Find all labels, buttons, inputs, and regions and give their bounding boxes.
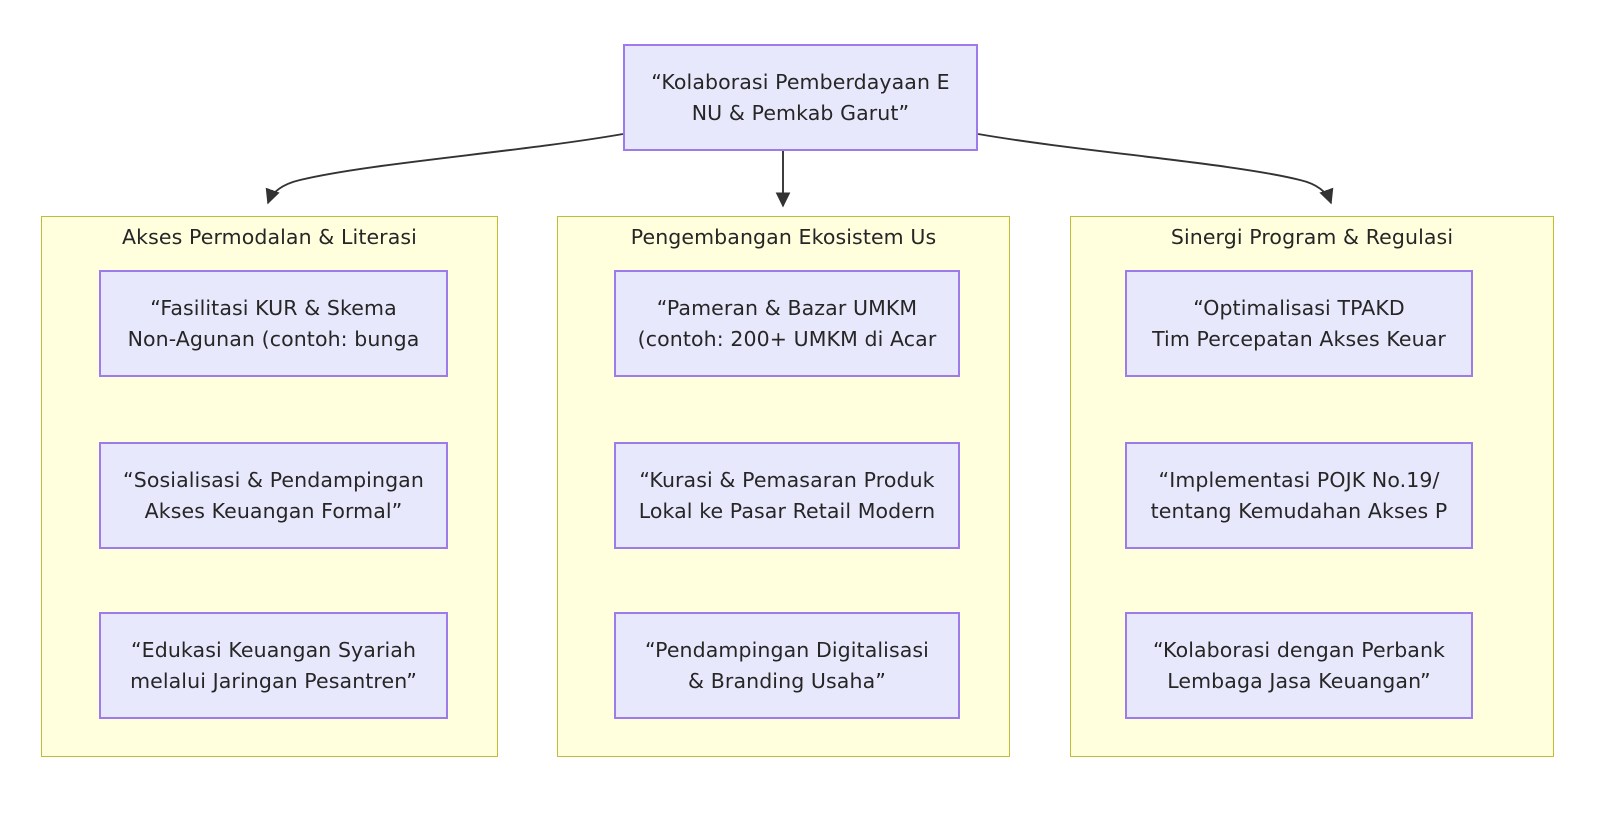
node-pojk[interactable]: “Implementasi POJK No.19/ tentang Kemuda…	[1125, 442, 1473, 549]
cluster-title-sinergi-program: Sinergi Program & Regulasi	[1170, 225, 1454, 249]
node-edukasi-syariah-line-2: melalui Jaringan Pesantren”	[130, 668, 417, 693]
node-pojk-line-2: tentang Kemudahan Akses P	[1150, 498, 1448, 523]
node-kurasi-label: “Kurasi & Pemasaran Produk Lokal ke Pasa…	[639, 465, 936, 527]
node-sosialisasi[interactable]: “Sosialisasi & Pendampingan Akses Keuang…	[99, 442, 448, 549]
cluster-title-akses-permodalan: Akses Permodalan & Literasi	[122, 225, 417, 249]
node-kur-line-2: Non-Agunan (contoh: bunga	[127, 326, 420, 351]
edge-root-to-cluster-3	[977, 133, 1334, 205]
node-digitalisasi[interactable]: “Pendampingan Digitalisasi & Branding Us…	[614, 612, 960, 719]
node-tpakd-line-2: Tim Percepatan Akses Keuar	[1152, 326, 1446, 351]
node-pojk-line-1: “Implementasi POJK No.19/	[1158, 467, 1440, 492]
node-kur-label: “Fasilitasi KUR & Skema Non-Agunan (cont…	[128, 293, 420, 355]
node-pameran-line-2: (contoh: 200+ UMKM di Acar	[637, 326, 937, 351]
node-tpakd-line-1: “Optimalisasi TPAKD	[1193, 295, 1405, 320]
root-node-label: “Kolaborasi Pemberdayaan E NU & Pemkab G…	[651, 67, 949, 129]
node-digitalisasi-line-2: & Branding Usaha”	[688, 668, 886, 693]
node-pameran-label: “Pameran & Bazar UMKM (contoh: 200+ UMKM…	[638, 293, 937, 355]
node-tpakd[interactable]: “Optimalisasi TPAKD Tim Percepatan Akses…	[1125, 270, 1473, 377]
node-kurasi[interactable]: “Kurasi & Pemasaran Produk Lokal ke Pasa…	[614, 442, 960, 549]
node-sosialisasi-line-1: “Sosialisasi & Pendampingan	[123, 467, 424, 492]
node-perbankan-label: “Kolaborasi dengan Perbank Lembaga Jasa …	[1153, 635, 1445, 697]
node-perbankan-line-1: “Kolaborasi dengan Perbank	[1152, 637, 1446, 662]
cluster-sinergi-program[interactable]: Sinergi Program & Regulasi “Optimalisasi…	[1070, 216, 1554, 757]
node-edukasi-syariah-line-1: “Edukasi Keuangan Syariah	[130, 637, 417, 662]
edge-root-to-cluster-1	[265, 133, 624, 205]
node-edukasi-syariah-label: “Edukasi Keuangan Syariah melalui Jaring…	[130, 635, 417, 697]
node-pameran-line-1: “Pameran & Bazar UMKM	[656, 295, 918, 320]
node-perbankan-line-2: Lembaga Jasa Keuangan”	[1167, 668, 1431, 693]
node-pameran[interactable]: “Pameran & Bazar UMKM (contoh: 200+ UMKM…	[614, 270, 960, 377]
cluster-title-pengembangan-ekosistem: Pengembangan Ekosistem Us	[630, 225, 937, 249]
root-node[interactable]: “Kolaborasi Pemberdayaan E NU & Pemkab G…	[623, 44, 978, 151]
node-digitalisasi-line-1: “Pendampingan Digitalisasi	[645, 637, 929, 662]
root-node-line-2: NU & Pemkab Garut”	[691, 100, 910, 125]
root-node-line-1: “Kolaborasi Pemberdayaan E	[651, 69, 950, 94]
cluster-pengembangan-ekosistem[interactable]: Pengembangan Ekosistem Us “Pameran & Baz…	[557, 216, 1010, 757]
node-perbankan[interactable]: “Kolaborasi dengan Perbank Lembaga Jasa …	[1125, 612, 1473, 719]
node-kurasi-line-2: Lokal ke Pasar Retail Modern	[638, 498, 936, 523]
node-sosialisasi-line-2: Akses Keuangan Formal”	[144, 498, 403, 523]
node-digitalisasi-label: “Pendampingan Digitalisasi & Branding Us…	[645, 635, 929, 697]
node-kur[interactable]: “Fasilitasi KUR & Skema Non-Agunan (cont…	[99, 270, 448, 377]
cluster-akses-permodalan[interactable]: Akses Permodalan & Literasi “Fasilitasi …	[41, 216, 498, 757]
node-kur-line-1: “Fasilitasi KUR & Skema	[150, 295, 397, 320]
node-tpakd-label: “Optimalisasi TPAKD Tim Percepatan Akses…	[1152, 293, 1446, 355]
node-edukasi-syariah[interactable]: “Edukasi Keuangan Syariah melalui Jaring…	[99, 612, 448, 719]
node-sosialisasi-label: “Sosialisasi & Pendampingan Akses Keuang…	[123, 465, 424, 527]
node-kurasi-line-1: “Kurasi & Pemasaran Produk	[639, 467, 935, 492]
node-pojk-label: “Implementasi POJK No.19/ tentang Kemuda…	[1151, 465, 1448, 527]
